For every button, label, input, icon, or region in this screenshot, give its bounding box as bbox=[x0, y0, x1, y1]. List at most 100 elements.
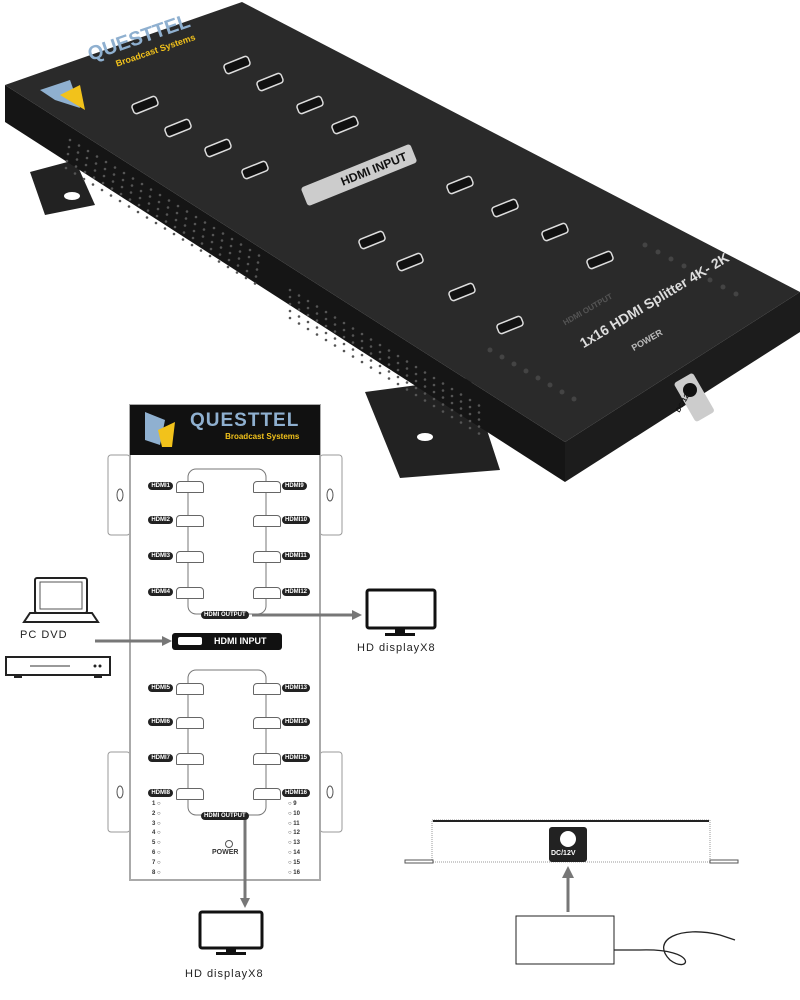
led-indicator: 5 ○ bbox=[152, 840, 161, 847]
left-mount-bracket bbox=[30, 160, 95, 215]
device-hdmi-port bbox=[223, 55, 251, 75]
power-adapter-icon bbox=[515, 915, 736, 966]
device-hdmi-port bbox=[491, 198, 519, 218]
diagram-hdmi-port bbox=[176, 753, 204, 765]
hdmi-input-label: HDMI INPUT bbox=[214, 636, 267, 646]
led-indicator: ○ 10 bbox=[288, 810, 300, 817]
port-label: HDMI8 bbox=[148, 789, 173, 797]
device-hdmi-port bbox=[496, 315, 524, 335]
diagram-hdmi-port bbox=[176, 481, 204, 493]
dvd-player-icon bbox=[5, 656, 111, 678]
port-label: HDMI12 bbox=[282, 588, 311, 596]
device-led bbox=[707, 277, 713, 283]
device-hdmi-port bbox=[331, 115, 359, 135]
led-indicator: ○ 16 bbox=[288, 869, 300, 876]
display-label-right: HD displayX8 bbox=[357, 642, 436, 654]
diagram-tagline: Broadcast Systems bbox=[225, 432, 300, 441]
led-indicator: 6 ○ bbox=[152, 850, 161, 856]
port-label: HDMI11 bbox=[282, 552, 310, 560]
display-icon-bottom bbox=[198, 910, 264, 955]
device-led bbox=[733, 291, 739, 297]
device-hdmi-port bbox=[396, 252, 424, 272]
diagram-hdmi-port bbox=[176, 587, 204, 599]
led-indicator: 7 ○ bbox=[152, 859, 161, 866]
led-indicator: ○ 9 bbox=[288, 801, 297, 807]
device-hdmi-port bbox=[296, 95, 324, 115]
port-label: HDMI13 bbox=[282, 684, 311, 692]
diagram-hdmi-port bbox=[253, 551, 281, 563]
device-led bbox=[547, 382, 553, 388]
port-label: HDMI16 bbox=[282, 789, 311, 797]
device-led bbox=[487, 347, 493, 353]
device-led bbox=[642, 242, 648, 248]
led-indicator: ○ 12 bbox=[288, 830, 300, 837]
port-label: HDMI2 bbox=[148, 516, 173, 524]
led-indicator: ○ 14 bbox=[288, 850, 300, 856]
diagram-hdmi-port bbox=[253, 683, 281, 695]
device-led bbox=[523, 368, 529, 374]
power-led bbox=[225, 840, 233, 848]
device-led bbox=[655, 249, 661, 255]
device-hdmi-port bbox=[241, 160, 269, 180]
port-label: HDMI14 bbox=[282, 718, 311, 726]
port-label: HDMI6 bbox=[148, 718, 173, 726]
device-front-side bbox=[5, 85, 565, 482]
led-indicator: ○ 11 bbox=[288, 820, 300, 827]
led-indicator: 1 ○ bbox=[152, 801, 161, 807]
device-led bbox=[681, 263, 687, 269]
port-label: HDMI7 bbox=[148, 754, 173, 762]
device-led bbox=[535, 375, 541, 381]
device-led bbox=[720, 284, 726, 290]
device-hdmi-port bbox=[204, 138, 232, 158]
side-view-device bbox=[404, 819, 739, 864]
display-label-bottom: HD displayX8 bbox=[185, 968, 264, 980]
device-top-face bbox=[5, 2, 800, 442]
device-hdmi-port bbox=[131, 95, 159, 115]
led-indicator: 8 ○ bbox=[152, 869, 161, 876]
led-indicator: 2 ○ bbox=[152, 810, 161, 817]
side-dc-label: DC/12V bbox=[551, 850, 576, 857]
led-indicator: 4 ○ bbox=[152, 830, 161, 837]
diagram-hdmi-port bbox=[176, 683, 204, 695]
device-led bbox=[511, 361, 517, 367]
device-hdmi-port bbox=[448, 282, 476, 302]
device-hdmi-port bbox=[358, 230, 386, 250]
display-icon-right bbox=[365, 588, 437, 636]
diagram-brand: QUESTTEL bbox=[190, 410, 300, 431]
device-led bbox=[499, 354, 505, 360]
device-hdmi-port bbox=[586, 250, 614, 270]
output-label-top: HDMI OUTPUT bbox=[201, 611, 249, 619]
diagram-hdmi-port bbox=[253, 515, 281, 527]
led-indicator: ○ 15 bbox=[288, 859, 300, 866]
power-label: POWER bbox=[212, 849, 239, 856]
led-indicator: ○ 13 bbox=[288, 840, 300, 847]
diagram-hdmi-port bbox=[176, 717, 204, 729]
diagram-hdmi-port bbox=[253, 753, 281, 765]
output-label-bottom: HDMI OUTPUT bbox=[201, 812, 249, 820]
diagram-hdmi-port bbox=[176, 788, 204, 800]
port-label: HDMI10 bbox=[282, 516, 311, 524]
port-label: HDMI4 bbox=[148, 588, 173, 596]
port-label: HDMI15 bbox=[282, 754, 311, 762]
diagram-hdmi-port bbox=[253, 481, 281, 493]
port-label: HDMI9 bbox=[282, 482, 307, 490]
device-hdmi-port bbox=[164, 118, 192, 138]
diagram-logo: QUESTTEL Broadcast Systems bbox=[190, 410, 299, 441]
led-indicator: 3 ○ bbox=[152, 820, 161, 827]
device-led bbox=[694, 270, 700, 276]
device-hdmi-port bbox=[446, 175, 474, 195]
diagram-hdmi-port bbox=[253, 788, 281, 800]
device-hdmi-port bbox=[541, 222, 569, 242]
device-hdmi-port bbox=[256, 72, 284, 92]
diagram-hdmi-port bbox=[253, 587, 281, 599]
device-led bbox=[559, 389, 565, 395]
device-led bbox=[571, 396, 577, 402]
port-label: HDMI5 bbox=[148, 684, 173, 692]
diagram-hdmi-port bbox=[176, 551, 204, 563]
hdmi-input-bar: HDMI INPUT bbox=[172, 633, 282, 650]
source-label: PC DVD bbox=[20, 629, 68, 641]
diagram-hdmi-port bbox=[253, 717, 281, 729]
port-label: HDMI1 bbox=[148, 482, 173, 490]
diagram-hdmi-port bbox=[176, 515, 204, 527]
device-led bbox=[668, 256, 674, 262]
